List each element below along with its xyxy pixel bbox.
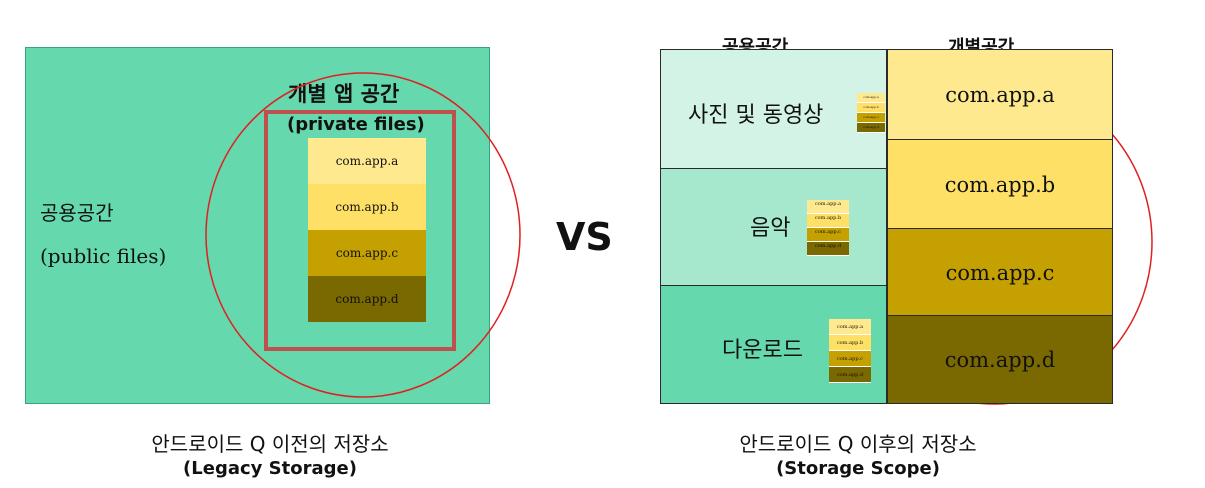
legacy-caption-sub: (Legacy Storage) (183, 458, 357, 479)
scoped-app-c: com.app.c (887, 228, 1113, 316)
public-cell-music (660, 168, 887, 286)
legacy-private-ring (205, 72, 521, 398)
mini-app-stack-downloads: com.app.a com.app.b com.app.c com.app.d (829, 319, 871, 383)
scoped-app-b: com.app.b (887, 139, 1113, 229)
private-subtitle: (private files) (287, 114, 425, 135)
public-subtitle: (public files) (40, 244, 167, 268)
mini-app-a: com.app.a (857, 93, 885, 103)
legacy-app-a: com.app.a (308, 138, 426, 184)
scoped-app-a: com.app.a (887, 49, 1113, 140)
public-title: 공용공간 (40, 201, 114, 225)
mini-app-d: com.app.d (807, 242, 849, 256)
public-label-downloads: 다운로드 (722, 338, 803, 363)
public-label-music: 음악 (750, 216, 791, 241)
mini-app-b: com.app.b (857, 103, 885, 113)
private-area-box (264, 110, 456, 351)
mini-app-c: com.app.c (807, 228, 849, 242)
mini-app-b: com.app.b (807, 214, 849, 228)
public-label-photos: 사진 및 동영상 (688, 103, 824, 128)
mini-app-d: com.app.d (857, 123, 885, 133)
mini-app-c: com.app.c (829, 351, 871, 367)
mini-app-a: com.app.a (829, 319, 871, 335)
scoped-caption: 안드로이드 Q 이후의 저장소 (739, 432, 977, 456)
legacy-caption: 안드로이드 Q 이전의 저장소 (151, 432, 389, 456)
mini-app-stack-music: com.app.a com.app.b com.app.c com.app.d (807, 200, 849, 256)
legacy-app-stack: com.app.a com.app.b com.app.c com.app.d (308, 138, 426, 322)
mini-app-c: com.app.c (857, 113, 885, 123)
mini-app-d: com.app.d (829, 367, 871, 383)
legacy-app-c: com.app.c (308, 230, 426, 276)
scoped-app-d: com.app.d (887, 315, 1113, 404)
scoped-caption-sub: (Storage Scope) (776, 458, 940, 479)
private-title: 개별 앱 공간 (288, 82, 400, 106)
legacy-app-d: com.app.d (308, 276, 426, 322)
mini-app-stack-photos: com.app.a com.app.b com.app.c com.app.d (857, 93, 885, 133)
vs-label: VS (556, 215, 613, 259)
legacy-app-b: com.app.b (308, 184, 426, 230)
mini-app-a: com.app.a (807, 200, 849, 214)
mini-app-b: com.app.b (829, 335, 871, 351)
